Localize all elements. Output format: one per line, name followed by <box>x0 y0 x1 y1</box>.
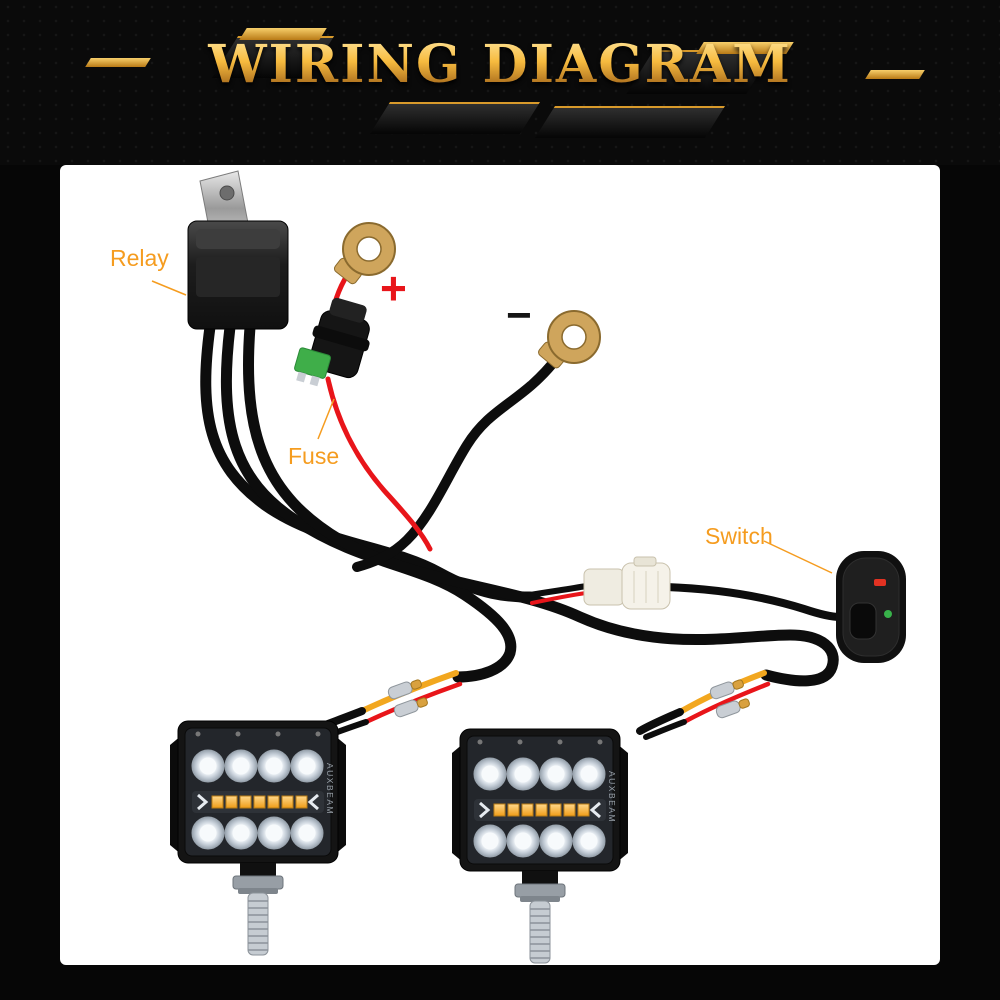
switch-green-indicator <box>884 610 892 618</box>
wire-right-lead1 <box>636 708 684 735</box>
blade-fuse <box>294 347 332 387</box>
fuse-holder <box>294 297 370 387</box>
diagram-panel: AUXBEAM <box>60 165 940 965</box>
plus-label: + <box>380 262 407 314</box>
header-banner: WIRING DIAGRAM <box>0 0 1000 165</box>
switch-label: Switch <box>705 523 773 549</box>
pointer-relay <box>151 280 187 296</box>
deco-stripe <box>535 106 725 138</box>
relay-top-sheen <box>196 229 280 249</box>
wire-relay-to-left-light <box>220 321 517 683</box>
relay-label-plate <box>196 257 280 297</box>
fuse-green-body <box>294 347 332 379</box>
wire-relay-to-right-light <box>242 321 839 687</box>
pointer-switch <box>763 540 833 574</box>
plug-connector <box>583 556 671 610</box>
wire-right-lead2 <box>643 719 687 740</box>
wire-into-connector-red <box>530 591 588 605</box>
bullet-connector-left-2 <box>392 694 430 719</box>
page-title: WIRING DIAGRAM <box>0 34 1000 95</box>
wire-fuse-down <box>325 376 433 552</box>
led-light-right <box>450 727 630 965</box>
minus-label: − <box>506 291 532 340</box>
wire-connector-to-switch <box>662 583 844 621</box>
connector-female <box>583 568 625 606</box>
fuse-clip <box>312 325 370 352</box>
deco-stripe <box>370 102 540 134</box>
fuse-prong <box>309 375 320 387</box>
ring-terminal-minus <box>547 310 601 364</box>
fuse-prong <box>296 371 307 383</box>
led-light-left <box>168 719 348 957</box>
switch-rocker <box>849 602 877 640</box>
pointer-fuse <box>317 398 335 440</box>
fuse-cap <box>329 297 367 323</box>
wire-into-connector-black <box>527 583 589 598</box>
bullet-connector-left-1 <box>386 676 424 701</box>
wire-ground <box>352 353 562 572</box>
fuse-label: Fuse <box>288 443 340 469</box>
wiring-diagram: AUXBEAM <box>151 170 906 965</box>
relay <box>187 170 289 330</box>
rocker-switch <box>836 551 906 663</box>
wire-red-right <box>681 681 771 725</box>
relay-label: Relay <box>110 245 169 271</box>
relay-bracket-hole <box>219 185 235 201</box>
connector-latch <box>633 556 657 567</box>
switch-red-indicator <box>874 579 886 586</box>
